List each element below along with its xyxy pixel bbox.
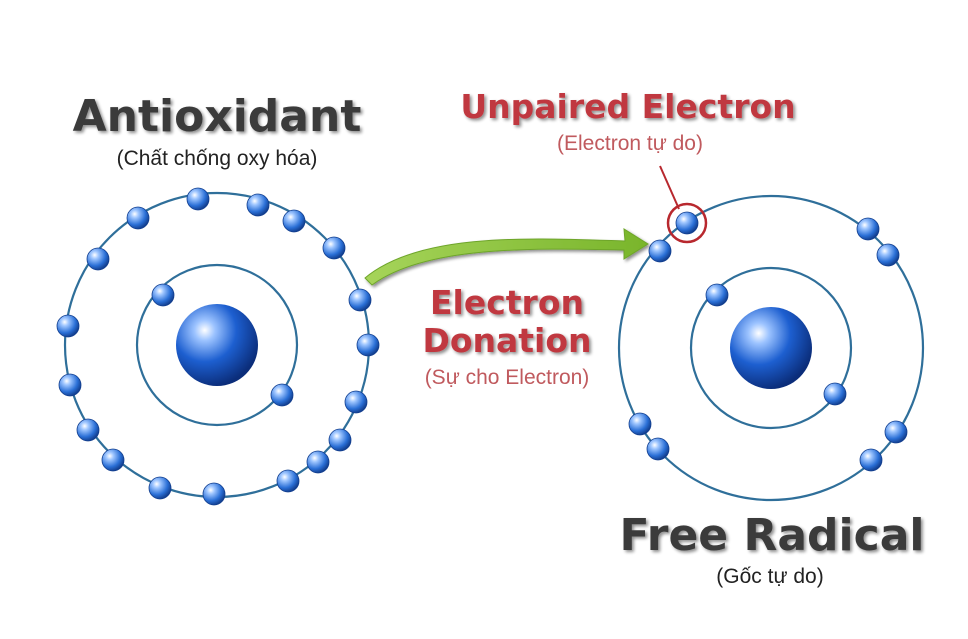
antioxidant-outer-electron — [344, 390, 368, 414]
free-radical-title: Free Radical — [620, 510, 925, 561]
antioxidant-electrons — [56, 187, 380, 506]
free-radical-outer-electron — [884, 420, 908, 444]
antioxidant-outer-electron — [348, 288, 372, 312]
free-radical-subtitle: (Gốc tự do) — [716, 565, 823, 588]
free-radical-inner-electron — [705, 283, 729, 307]
antioxidant-outer-electron — [126, 206, 150, 230]
free-radical-outer-electron — [876, 243, 900, 267]
free-radical-outer-electron — [859, 448, 883, 472]
circle-highlight-icon — [666, 202, 708, 244]
antioxidant-inner-orbit — [135, 263, 299, 427]
antioxidant-outer-electron — [202, 482, 226, 506]
antioxidant-outer-electron — [356, 333, 380, 357]
donation-title-line1: Electron — [430, 283, 584, 322]
unpaired-electron-title: Unpaired Electron — [460, 87, 795, 126]
free-radical-outer-orbit — [617, 194, 925, 502]
free-radical-nucleus — [730, 307, 812, 389]
free-radical-atom — [617, 194, 925, 502]
free-radical-outer-electron — [628, 412, 652, 436]
free-radical-electrons — [628, 211, 908, 472]
free-radical-inner-orbit — [689, 266, 853, 430]
antioxidant-outer-electron — [282, 209, 306, 233]
antioxidant-atom — [56, 187, 380, 506]
antioxidant-outer-electron — [101, 448, 125, 472]
antioxidant-nucleus — [176, 304, 258, 386]
free-radical-inner-electron — [823, 382, 847, 406]
antioxidant-outer-electron — [276, 469, 300, 493]
antioxidant-outer-electron — [76, 418, 100, 442]
unpaired-electron-marker — [659, 165, 708, 244]
unpaired-electron — [675, 211, 699, 235]
free-radical-outer-electron — [856, 217, 880, 241]
free-radical-outer-electron — [648, 239, 672, 263]
antioxidant-outer-electron — [86, 247, 110, 271]
antioxidant-outer-electron — [322, 236, 346, 260]
antioxidant-inner-electron — [270, 383, 294, 407]
donation-title-line2: Donation — [422, 321, 591, 360]
pointer-line — [659, 165, 680, 210]
antioxidant-outer-electron — [306, 450, 330, 474]
antioxidant-outer-electron — [58, 373, 82, 397]
curved-arrow-icon — [364, 228, 649, 286]
antioxidant-outer-electron — [246, 193, 270, 217]
antioxidant-inner-electron — [151, 283, 175, 307]
antioxidant-title: Antioxidant — [73, 91, 362, 142]
antioxidant-outer-electron — [148, 476, 172, 500]
antioxidant-subtitle: (Chất chống oxy hóa) — [117, 147, 318, 170]
antioxidant-outer-electron — [56, 314, 80, 338]
free-radical-outer-electron — [646, 437, 670, 461]
donation-subtitle: (Sự cho Electron) — [425, 366, 590, 389]
antioxidant-outer-electron — [186, 187, 210, 211]
antioxidant-outer-electron — [328, 428, 352, 452]
unpaired-electron-subtitle: (Electron tự do) — [557, 132, 703, 155]
